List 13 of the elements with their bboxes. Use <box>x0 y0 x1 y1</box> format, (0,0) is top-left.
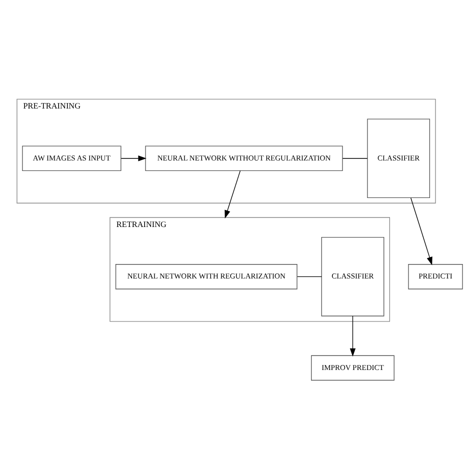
node-box: CLASSIFIER <box>321 237 384 316</box>
node-box: NEURAL NETWORK WITHOUT REGULARIZATION <box>145 146 343 171</box>
node-box: PREDICTI <box>408 264 463 290</box>
node-box: CLASSIFIER <box>367 118 430 198</box>
connector <box>296 276 322 277</box>
node-box: AW IMAGES AS INPUT <box>22 146 122 171</box>
arrow <box>350 316 356 357</box>
arrow <box>224 170 241 218</box>
arrow <box>120 155 146 162</box>
node-box: IMPROV PREDICT <box>311 355 394 381</box>
connector <box>342 158 368 159</box>
arrow <box>410 198 432 266</box>
node-box: NEURAL NETWORK WITH REGULARIZATION <box>115 264 298 290</box>
